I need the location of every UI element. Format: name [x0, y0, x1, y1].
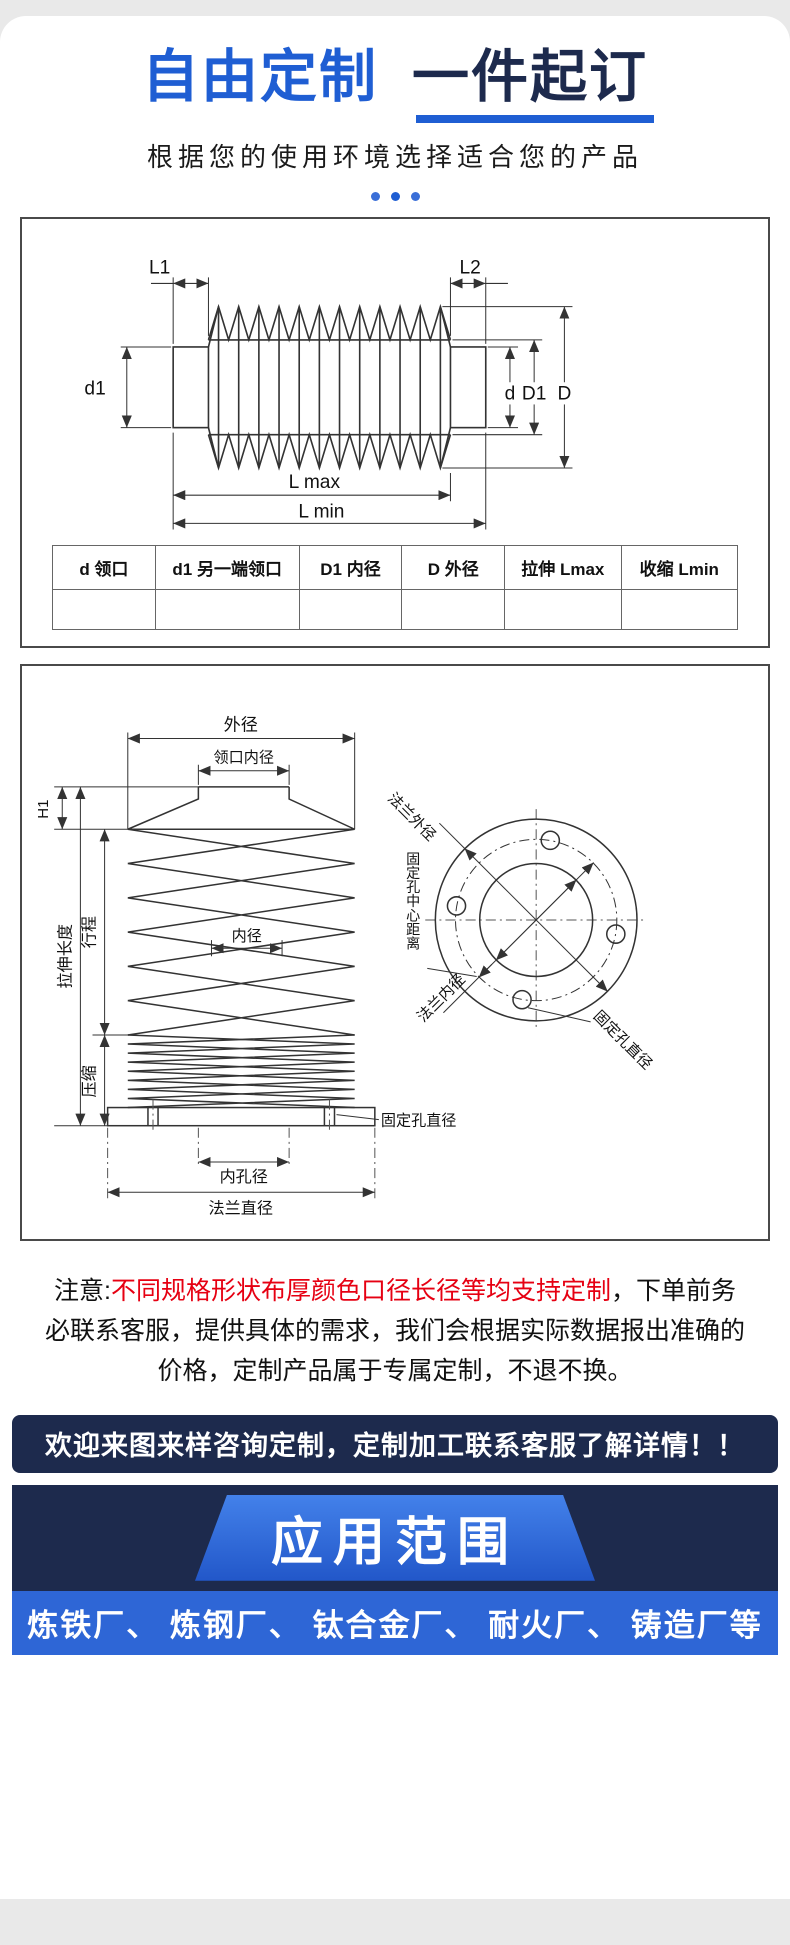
title-min-order: 一件起订 — [412, 45, 654, 123]
spec-col-lmin: 收缩 Lmin — [620, 545, 739, 591]
dim-label-compression: 压缩 — [81, 1065, 99, 1097]
application-title: 应用范围 — [270, 1514, 519, 1573]
contact-banner-text: 欢迎来图来样咨询定制，定制加工联系客服了解详情！！ — [45, 1431, 745, 1462]
spec-col-d: d 领口 — [52, 545, 156, 591]
dim-label-hole-center-distance: 固定孔中心距离 — [405, 852, 421, 951]
carousel-dot-3[interactable] — [410, 191, 420, 201]
dimension-lines-2 — [54, 732, 591, 1198]
page: 自由定制一件起订 根据您的使用环境选择适合您的产品 — [0, 16, 790, 1945]
application-items-strip: 炼铁厂、 炼钢厂、 钛合金厂、 耐火厂、 铸造厂等 — [12, 1590, 778, 1655]
dim-label-h1: H1 — [35, 800, 52, 819]
spec-col-D1: D1 内径 — [298, 545, 403, 591]
note-highlight: 不同规格形状布厚颜色口径长径等均支持定制 — [110, 1276, 611, 1305]
spec-col-D: D 外径 — [401, 545, 506, 591]
dim-label-inner-hole-dia: 内孔径 — [220, 1168, 268, 1186]
dimension-lines — [120, 277, 573, 530]
dim-label-D: D — [557, 383, 571, 404]
spec-table-header-row: d 领口 d1 另一端领口 D1 内径 D 外径 拉伸 Lmax 收缩 Lmin — [52, 545, 739, 591]
dim-label-l1: L1 — [149, 257, 170, 278]
dim-label-flange-outer-dia: 法兰外径 — [384, 790, 439, 845]
title-customize: 自由定制 — [142, 45, 378, 109]
center-lines — [107, 809, 648, 1199]
carousel-dots — [0, 191, 790, 201]
dim-label-outer-dia: 外径 — [224, 715, 258, 735]
bellows-front-section — [106, 786, 376, 1127]
application-section: 应用范围 炼铁厂、 炼钢厂、 钛合金厂、 耐火厂、 铸造厂等 — [12, 1484, 778, 1655]
dim-label-fix-hole-dia-right: 固定孔直径 — [590, 1008, 655, 1073]
spec-cell-empty — [154, 589, 300, 631]
carousel-dot-1[interactable] — [370, 191, 380, 201]
contact-banner: 欢迎来图来样咨询定制，定制加工联系客服了解详情！！ — [12, 1414, 778, 1473]
spec-col-d1: d1 另一端领口 — [154, 545, 300, 591]
dimension-labels: L1 L2 d1 d D1 D L max L min — [84, 257, 571, 522]
dim-label-flange-inner-dia: 法兰内径 — [414, 971, 469, 1026]
bellows-side-view-diagram: L1 L2 d1 d D1 D L max L min — [84, 257, 573, 530]
dim-label-lmax: L max — [289, 472, 341, 493]
title-min-order-text: 一件起订 — [412, 45, 648, 109]
spec-cell-empty — [52, 589, 156, 631]
application-title-ribbon: 应用范围 — [195, 1494, 595, 1581]
dim-label-fix-hole-dia: 固定孔直径 — [381, 1113, 457, 1130]
spec-cell-empty — [298, 589, 403, 631]
carousel-dot-2[interactable] — [390, 191, 400, 201]
page-title: 自由定制一件起订 — [0, 45, 790, 123]
bellows-outline — [172, 303, 487, 471]
dim-label-stroke: 行程 — [81, 916, 99, 948]
dim-label-flange-dia: 法兰直径 — [208, 1200, 272, 1218]
spec-cell-empty — [620, 589, 739, 631]
spec-table-empty-row — [52, 589, 739, 631]
spec-cell-empty — [401, 589, 506, 631]
dim-label-stretch-length: 拉伸长度 — [56, 924, 74, 988]
dim-label-d1: d1 — [84, 378, 105, 399]
dim-label-inner-dia: 内径 — [232, 928, 262, 945]
bolt-hole — [512, 990, 532, 1010]
spec-table: d 领口 d1 另一端领口 D1 内径 D 外径 拉伸 Lmax 收缩 Lmin — [52, 545, 739, 631]
dim-label-l2: L2 — [460, 257, 481, 278]
dim-label-lmin: L min — [298, 501, 344, 522]
page-subtitle: 根据您的使用环境选择适合您的产品 — [146, 141, 643, 172]
spec-diagram-box: L1 L2 d1 d D1 D L max L min d 领口 — [20, 216, 770, 649]
note-rest: ，下单前务必联系客服，提供具体的需求，我们会根据实际数据报出准确的价格，定制产品… — [44, 1276, 745, 1385]
dim-label-collar-inner-dia: 领口内径 — [214, 750, 274, 767]
note-prefix: 注意: — [54, 1276, 111, 1305]
flange-diagram-box: 外径 领口内径 H1 拉伸长度 行程 内径 压缩 固定孔直径 内孔径 法兰直径 … — [20, 664, 770, 1241]
dim-label-D1: D1 — [522, 383, 546, 404]
bolt-hole — [540, 830, 561, 851]
dim-label-d: d — [505, 383, 516, 404]
spec-cell-empty — [504, 589, 622, 631]
application-items: 炼铁厂、 炼钢厂、 钛合金厂、 耐火厂、 铸造厂等 — [27, 1608, 763, 1644]
flange-front-view — [434, 818, 638, 1022]
main-card: 自由定制一件起订 根据您的使用环境选择适合您的产品 — [0, 16, 790, 1899]
spec-col-lmax: 拉伸 Lmax — [504, 545, 622, 591]
customization-note: 注意:不同规格形状布厚颜色口径长径等均支持定制，下单前务必联系客服，提供具体的需… — [42, 1271, 748, 1391]
title-underline — [416, 114, 654, 123]
bellows-flange-diagram: 外径 领口内径 H1 拉伸长度 行程 内径 压缩 固定孔直径 内孔径 法兰直径 … — [35, 715, 655, 1218]
